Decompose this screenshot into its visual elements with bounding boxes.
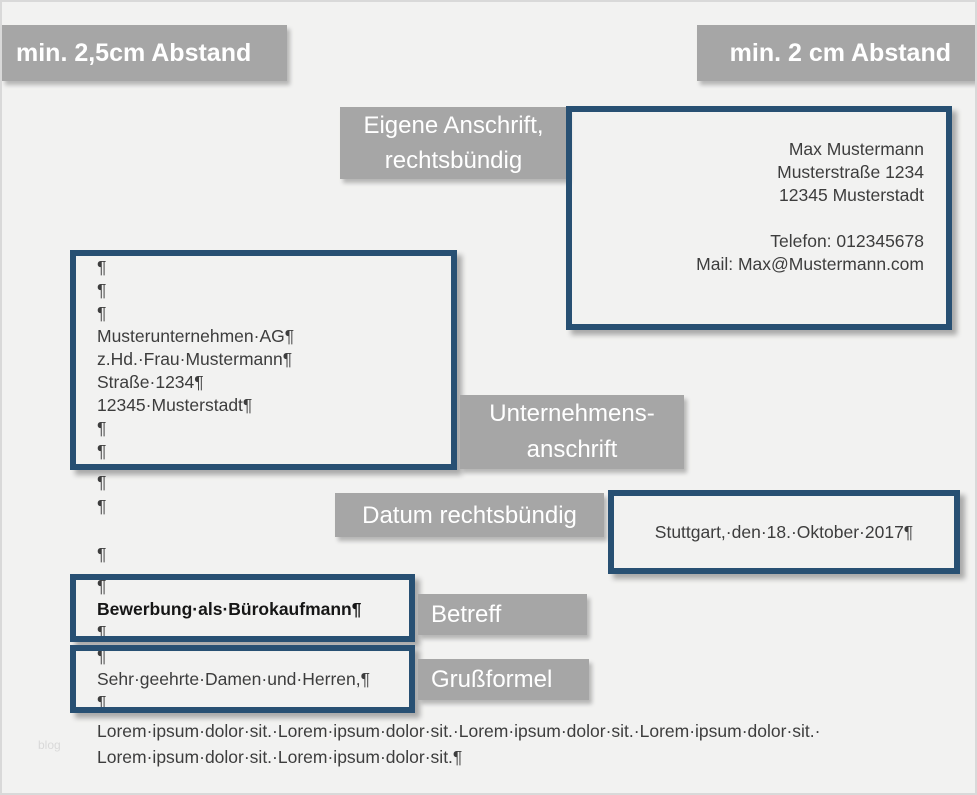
callout-salutation: Grußformel — [418, 659, 589, 700]
margin-label-top-right-text: min. 2 cm Abstand — [729, 38, 951, 67]
margin-label-top-right: min. 2 cm Abstand — [697, 25, 975, 81]
company-street-line: Straße·1234¶ — [97, 372, 204, 392]
own-address-phone: Telefon: 012345678 — [770, 231, 924, 251]
pilcrow-line: ¶ — [97, 441, 107, 461]
pilcrow-line: ¶ — [97, 472, 107, 492]
own-address-city: 12345 Musterstadt — [779, 185, 924, 205]
salutation-box: ¶ Sehr·geehrte·Damen·und·Herren,¶ ¶ — [70, 645, 415, 713]
pilcrow-line: ¶ — [97, 303, 107, 323]
margin-label-top-left-text: min. 2,5cm Abstand — [16, 38, 252, 67]
body-line-1: Lorem·ipsum·dolor·sit.·Lorem·ipsum·dolor… — [97, 721, 821, 741]
company-attn-line: z.Hd.·Frau·Mustermann¶ — [97, 349, 293, 369]
callout-subject-text: Betreff — [431, 601, 502, 628]
own-address-street: Musterstraße 1234 — [777, 162, 924, 182]
company-address-box: ¶ ¶ ¶ Musterunternehmen·AG¶ z.Hd.·Frau·M… — [70, 250, 457, 470]
paragraph-mark-before-subject: ¶ — [97, 543, 106, 567]
callout-date: Datum rechtsbündig — [335, 493, 604, 537]
company-name-line: Musterunternehmen·AG¶ — [97, 326, 295, 346]
date-box: Stuttgart,·den·18.·Oktober·2017¶ — [608, 490, 960, 574]
subject-line: Bewerbung·als·Bürokaufmann¶ — [97, 599, 362, 619]
callout-company-address: Unternehmens- anschrift — [460, 395, 684, 469]
watermark-text: blog — [38, 738, 61, 752]
body-line-2: Lorem·ipsum·dolor·sit.·Lorem·ipsum·dolor… — [97, 747, 463, 767]
pilcrow-line: ¶ — [97, 576, 107, 596]
own-address-name: Max Mustermann — [788, 139, 924, 159]
callout-company-line2: anschrift — [526, 436, 618, 463]
own-address-box: Max Mustermann Musterstraße 1234 12345 M… — [566, 106, 952, 330]
margin-label-top-left: min. 2,5cm Abstand — [2, 25, 287, 81]
pilcrow-line: ¶ — [97, 692, 107, 712]
pilcrow-line: ¶ — [97, 280, 107, 300]
callout-salutation-text: Grußformel — [431, 666, 553, 693]
own-address-mail: Mail: Max@Mustermann.com — [696, 254, 924, 274]
callout-own-address-line2: rechtsbündig — [384, 147, 523, 174]
pilcrow-line: ¶ — [97, 646, 107, 666]
own-address-text: Max Mustermann Musterstraße 1234 12345 M… — [572, 112, 946, 276]
pilcrow-line: ¶ — [97, 544, 107, 564]
pilcrow-line: ¶ — [97, 418, 107, 438]
subject-box: ¶ Bewerbung·als·Bürokaufmann¶ ¶ — [70, 574, 415, 642]
company-city-line: 12345·Musterstadt¶ — [97, 395, 253, 415]
own-address-gap — [572, 207, 924, 230]
letter-body: Lorem·ipsum·dolor·sit.·Lorem·ipsum·dolor… — [97, 718, 907, 770]
subject-text: ¶ Bewerbung·als·Bürokaufmann¶ ¶ — [76, 576, 409, 642]
salutation-text: ¶ Sehr·geehrte·Damen·und·Herren,¶ ¶ — [76, 646, 409, 712]
callout-own-address-line1: Eigene Anschrift, — [363, 112, 544, 139]
salutation-line: Sehr·geehrte·Damen·und·Herren,¶ — [97, 669, 370, 689]
callout-company-line1: Unternehmens- — [489, 400, 655, 427]
pilcrow-line: ¶ — [97, 622, 107, 642]
paragraph-marks-after-company: ¶ ¶ — [97, 471, 106, 519]
date-line: Stuttgart,·den·18.·Oktober·2017¶ — [654, 521, 914, 542]
pilcrow-line: ¶ — [97, 257, 107, 277]
callout-date-text: Datum rechtsbündig — [362, 501, 577, 529]
callout-subject: Betreff — [418, 594, 587, 635]
callout-own-address: Eigene Anschrift, rechtsbündig — [340, 107, 567, 179]
pilcrow-line: ¶ — [97, 496, 107, 516]
company-address-text: ¶ ¶ ¶ Musterunternehmen·AG¶ z.Hd.·Frau·M… — [76, 256, 451, 463]
